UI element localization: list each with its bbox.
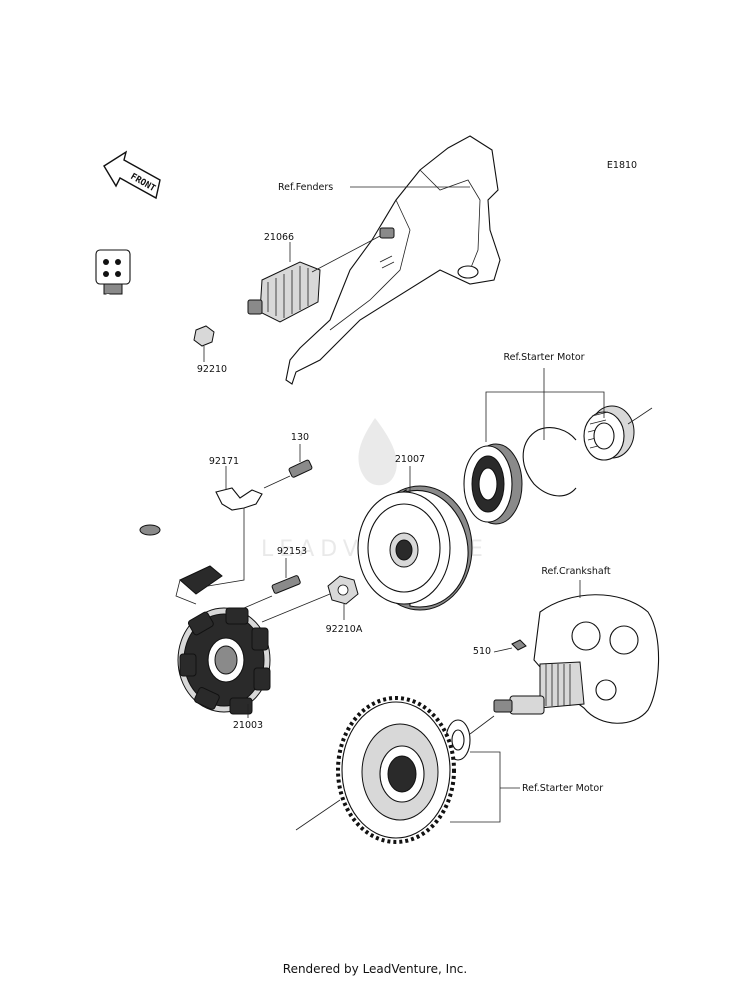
stator-connector: [175, 565, 223, 605]
circlip: [522, 427, 577, 497]
part-label-21066: 21066: [264, 232, 294, 243]
ref-starter-motor-bottom-label: Ref.Starter Motor: [522, 783, 603, 794]
ref-crankshaft-label: Ref.Crankshaft: [541, 566, 611, 577]
crankshaft: [493, 594, 660, 724]
starter-clutch: [463, 443, 523, 525]
key-510: [511, 639, 527, 651]
fender-bracket: [285, 135, 501, 385]
rotor-21007: [357, 485, 473, 611]
front-arrow: FRONT: [103, 150, 161, 200]
part-label-21003: 21003: [233, 720, 263, 731]
part-label-92153: 92153: [277, 546, 307, 557]
harness-grommet: [139, 524, 161, 536]
regulator-21066: [247, 261, 321, 323]
ref-fenders-label: Ref.Fenders: [278, 182, 333, 193]
stator-21003: [177, 607, 271, 715]
harness-connector: [95, 249, 131, 295]
ref-starter-motor-top-label: Ref.Starter Motor: [503, 352, 584, 363]
bolt-92153: [271, 575, 301, 594]
needle-bearing: [583, 405, 635, 461]
leader-92210a-axis: [261, 593, 331, 623]
part-label-21007: 21007: [395, 454, 425, 465]
leader-510: [493, 647, 513, 653]
footer-credit: Rendered by LeadVenture, Inc.: [282, 962, 468, 976]
axis-line-top: [627, 407, 653, 425]
part-label-92210: 92210: [197, 364, 227, 375]
part-label-92210a: 92210A: [326, 624, 363, 635]
part-label-130: 130: [291, 432, 309, 443]
nut-92210: [193, 325, 215, 347]
ref-starter-motor-bottom-bracket: [450, 751, 520, 823]
clamp-92171: [215, 487, 263, 511]
axis-line-washer: [469, 715, 495, 735]
leader-92171-conn: [207, 508, 245, 587]
starter-gear: [336, 696, 456, 844]
axis-line-bottom: [295, 799, 341, 831]
regulator-bolt: [379, 227, 395, 239]
ref-starter-motor-top-bracket: [485, 391, 605, 442]
diagram-code: E1810: [607, 160, 637, 171]
part-label-510: 510: [473, 646, 491, 657]
part-label-92171: 92171: [209, 456, 239, 467]
bolt-130: [263, 459, 313, 489]
leader-21066-bolt: [311, 235, 381, 273]
